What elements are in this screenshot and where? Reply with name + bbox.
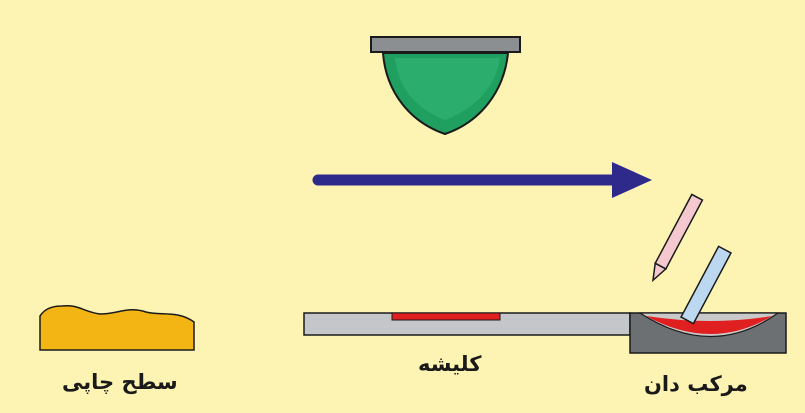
right-arrow-icon (318, 162, 652, 198)
print-surface-label: سطح چاپی (62, 370, 178, 394)
plate-assembly (304, 313, 630, 335)
pad-assembly (371, 37, 520, 134)
cliche-label: کلیشه (418, 352, 481, 376)
doctor-blade-pink (648, 194, 703, 283)
cliche-recess (392, 313, 500, 320)
pad-holder (371, 37, 520, 52)
ink-well-label: مرکب دان (644, 372, 748, 396)
doctor-blade-blue (681, 246, 731, 323)
print-surface-icon (40, 306, 194, 350)
ink-well (630, 313, 786, 353)
arrow-head (612, 162, 652, 198)
